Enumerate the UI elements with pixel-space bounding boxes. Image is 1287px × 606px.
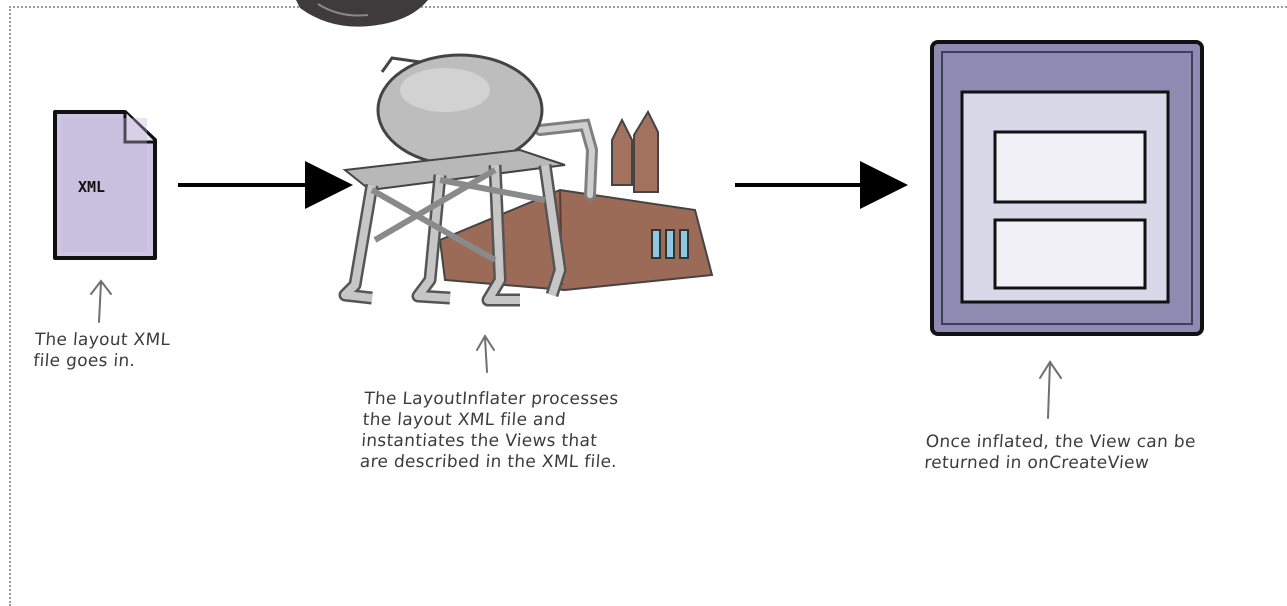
xml-document-icon: XML [55, 112, 155, 258]
note-line: The layout XML [34, 330, 171, 351]
inflated-view-drawing [932, 42, 1202, 334]
shoe-drawing-fragment [296, 0, 428, 27]
note-line: returned in onCreateView [924, 453, 1195, 474]
diagram-canvas: XML [0, 0, 1287, 589]
note-line: the layout XML file and [362, 410, 621, 431]
annotation-arrow-inflater [477, 336, 494, 372]
note-line: Once inflated, the View can be [925, 432, 1196, 453]
annotation-arrow-view [1040, 362, 1061, 418]
note-view-inflated: Once inflated, the View can be returned … [924, 432, 1197, 474]
note-layout-inflater: The LayoutInflater processes the layout … [359, 389, 622, 473]
note-line: are described in the XML file. [359, 452, 618, 473]
annotation-arrow-xml [91, 281, 111, 322]
xml-file-label: XML [78, 178, 105, 196]
note-line: instantiates the Views that [361, 431, 620, 452]
note-line: The LayoutInflater processes [363, 389, 622, 410]
layout-inflater-factory-drawing [345, 55, 712, 300]
note-xml-goes-in: The layout XML file goes in. [33, 330, 171, 372]
note-line: file goes in. [33, 351, 170, 372]
